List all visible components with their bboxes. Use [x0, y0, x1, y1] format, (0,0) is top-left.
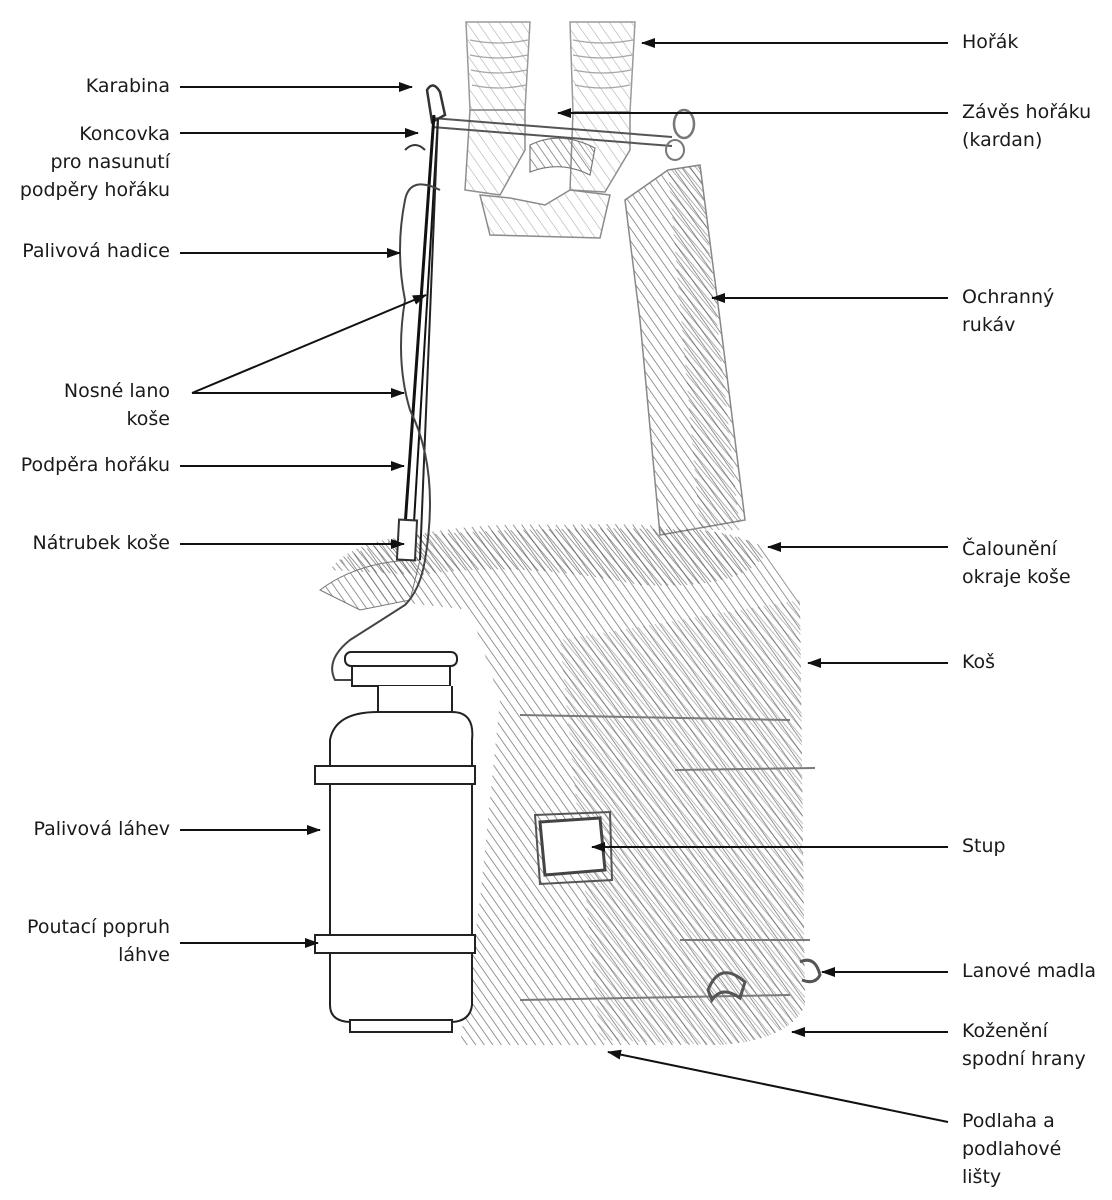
label-natrubek: Nátrubek koše — [33, 529, 171, 557]
burner-illustration — [465, 22, 635, 238]
label-podlaha: Podlaha a podlahové lišty — [962, 1107, 1061, 1191]
label-palivova-hadice: Palivová hadice — [22, 237, 170, 265]
burner-support-illustration — [397, 85, 445, 560]
label-kos: Koš — [962, 648, 995, 676]
label-horak: Hořák — [962, 28, 1018, 56]
label-podpera: Podpěra hořáku — [21, 451, 170, 479]
label-nosne-lano: Nosné lano koše — [64, 377, 170, 433]
label-koncovka: Koncovka pro nasunutí podpěry hořáku — [20, 120, 170, 204]
protective-sleeve-illustration — [625, 165, 745, 535]
label-poutaci-popruh: Poutací popruh láhve — [27, 913, 170, 969]
label-palivova-lahev: Palivová láhev — [34, 815, 171, 843]
label-kozeneni: Koženění spodní hrany — [962, 1017, 1086, 1073]
label-lanove-madla: Lanové madla — [962, 957, 1096, 985]
fuel-cylinder-illustration — [315, 652, 475, 1032]
label-calouneni: Čalounění okraje koše — [962, 535, 1071, 591]
label-ochranny-rukav: Ochranný rukáv — [962, 283, 1112, 339]
label-karabina: Karabina — [86, 72, 170, 100]
label-stup: Stup — [962, 832, 1006, 860]
label-zaves: Závěs hořáku (kardan) — [962, 98, 1091, 154]
